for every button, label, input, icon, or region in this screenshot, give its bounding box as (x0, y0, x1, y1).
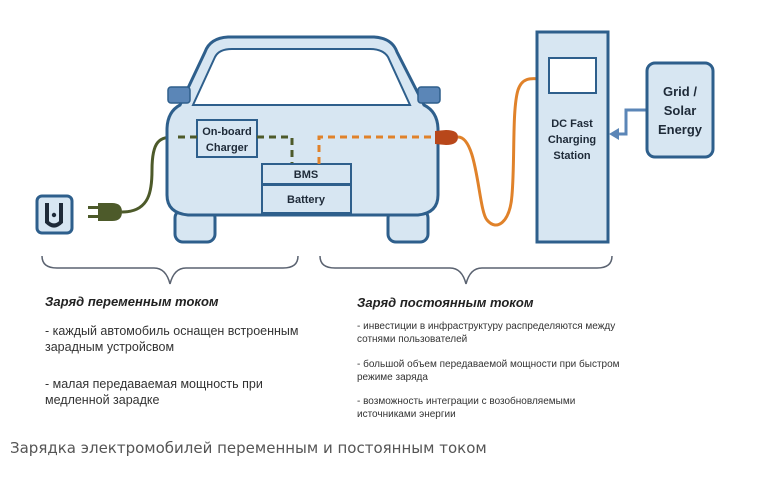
grid-label-3: Energy (658, 122, 703, 137)
ac-cable (121, 135, 176, 214)
onboard-charger-label-2: Charger (206, 142, 249, 154)
station-label-3: Station (553, 150, 591, 162)
bms-label: BMS (294, 169, 318, 181)
ac-internal-line (178, 135, 294, 165)
station-label-1: DC Fast (551, 118, 593, 130)
ac-plug (88, 203, 122, 221)
dc-brace (319, 255, 613, 285)
grid-arrow (609, 108, 646, 140)
dc-item-2: - большой объем передаваемой мощности пр… (357, 359, 620, 383)
ev-charging-diagram: On-board Charger BMS Battery DC Fast Cha… (35, 30, 715, 285)
battery-label: Battery (287, 194, 326, 206)
ac-item-2: - малая передаваемая мощность при медлен… (45, 377, 263, 407)
onboard-charger: On-board Charger (196, 119, 258, 158)
onboard-charger-label-1: On-board (202, 126, 252, 138)
ac-heading: Заряд переменным током (45, 294, 219, 309)
grid-label-1: Grid / (663, 84, 697, 99)
figure-caption: Зарядка электромобилей переменным и пост… (10, 439, 487, 457)
grid-solar-energy: Grid / Solar Energy (645, 61, 715, 159)
ac-item-1: - каждый автомобиль оснащен встроенным з… (45, 324, 299, 354)
car (165, 35, 441, 244)
dc-heading: Заряд постоянным током (357, 295, 534, 310)
station-label-2: Charging (548, 134, 596, 146)
bms-battery: BMS Battery (261, 163, 352, 214)
dc-item-3: - возможность интеграции с возобновляемы… (357, 396, 576, 420)
dc-fast-charging-station: DC Fast Charging Station (535, 30, 610, 244)
grid-label-2: Solar (664, 103, 697, 118)
dc-item-1: - инвестиции в инфраструктуру распределя… (357, 321, 616, 345)
wall-outlet (35, 194, 74, 235)
dc-cable (457, 77, 541, 227)
ac-brace (41, 255, 299, 285)
dc-internal-line (317, 135, 436, 164)
dc-connector (435, 130, 458, 145)
